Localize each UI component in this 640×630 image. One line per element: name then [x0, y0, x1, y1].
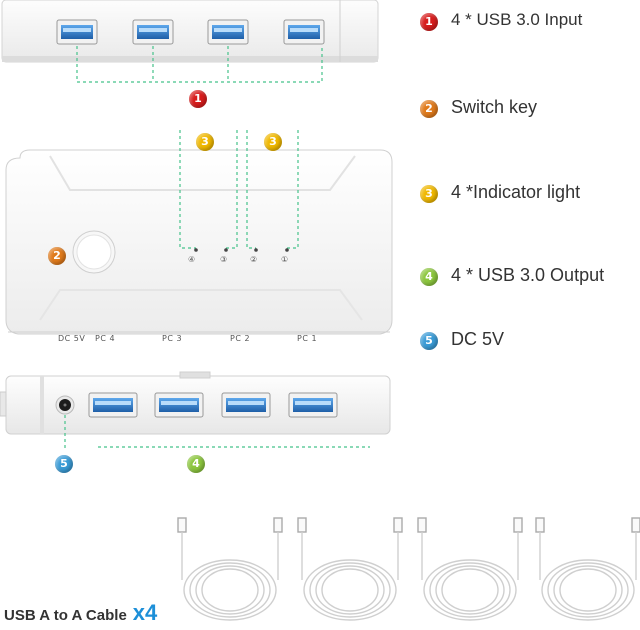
usb-output-port — [221, 392, 271, 418]
cables-illustration — [177, 517, 640, 621]
callout-badge-3a: 3 — [196, 133, 214, 151]
usb-output-port — [288, 392, 338, 418]
switch-key-button — [72, 230, 116, 274]
indicator-light — [254, 248, 258, 252]
input-side-view — [1, 0, 379, 83]
usb-input-port — [207, 19, 249, 45]
indicator-light — [224, 248, 228, 252]
legend-text-4: 4 * USB 3.0 Output — [451, 265, 605, 285]
legend-text-3: 4 *Indicator light — [451, 182, 581, 202]
usb-a-cable — [177, 517, 283, 621]
port-label-pc4: PC 4 — [95, 334, 116, 343]
indicator-symbol-3: ③ — [220, 255, 228, 264]
indicator-light — [194, 248, 198, 252]
legend-badge-3: 3 — [420, 185, 438, 203]
usb-output-port — [154, 392, 204, 418]
legend-text-2: Switch key — [451, 97, 538, 117]
indicator-symbol-4: ④ — [188, 255, 196, 264]
callout-badge-1: 1 — [189, 90, 207, 108]
cable-label: USB A to A Cable — [4, 607, 127, 624]
legend-badge-2: 2 — [420, 100, 438, 118]
callout-badge-3b: 3 — [264, 133, 282, 151]
cable-multiplier: x4 — [132, 600, 158, 625]
usb-input-port — [56, 19, 98, 45]
callout-badge-5: 5 — [55, 455, 73, 473]
port-label-pc3: PC 3 — [162, 334, 183, 343]
legend-badge-4: 4 — [420, 268, 438, 286]
front-view — [5, 130, 393, 335]
port-label-pc1: PC 1 — [297, 334, 318, 343]
cable-caption: USB A to A Cable x4 — [4, 600, 157, 626]
port-label-dc5v: DC 5V — [58, 334, 86, 343]
legend-text-1: 4 * USB 3.0 Input — [451, 10, 583, 29]
front-body — [5, 149, 393, 335]
usb-input-port — [283, 19, 325, 45]
legend-badge-5: 5 — [420, 332, 438, 350]
legend-badge-1: 1 — [420, 13, 438, 31]
usb-output-port — [88, 392, 138, 418]
output-side-view — [0, 371, 391, 448]
indicator-light — [285, 248, 289, 252]
port-label-pc2: PC 2 — [230, 334, 251, 343]
indicator-symbol-1: ① — [281, 255, 289, 264]
indicator-symbol-2: ② — [250, 255, 258, 264]
legend-text-5: DC 5V — [451, 329, 505, 349]
dc-jack — [55, 395, 75, 415]
input-dashed-bracket — [76, 46, 323, 83]
usb-input-port — [132, 19, 174, 45]
indicator-dashed-lines — [179, 130, 299, 249]
callout-badge-2: 2 — [48, 247, 66, 265]
callout-badge-4: 4 — [187, 455, 205, 473]
